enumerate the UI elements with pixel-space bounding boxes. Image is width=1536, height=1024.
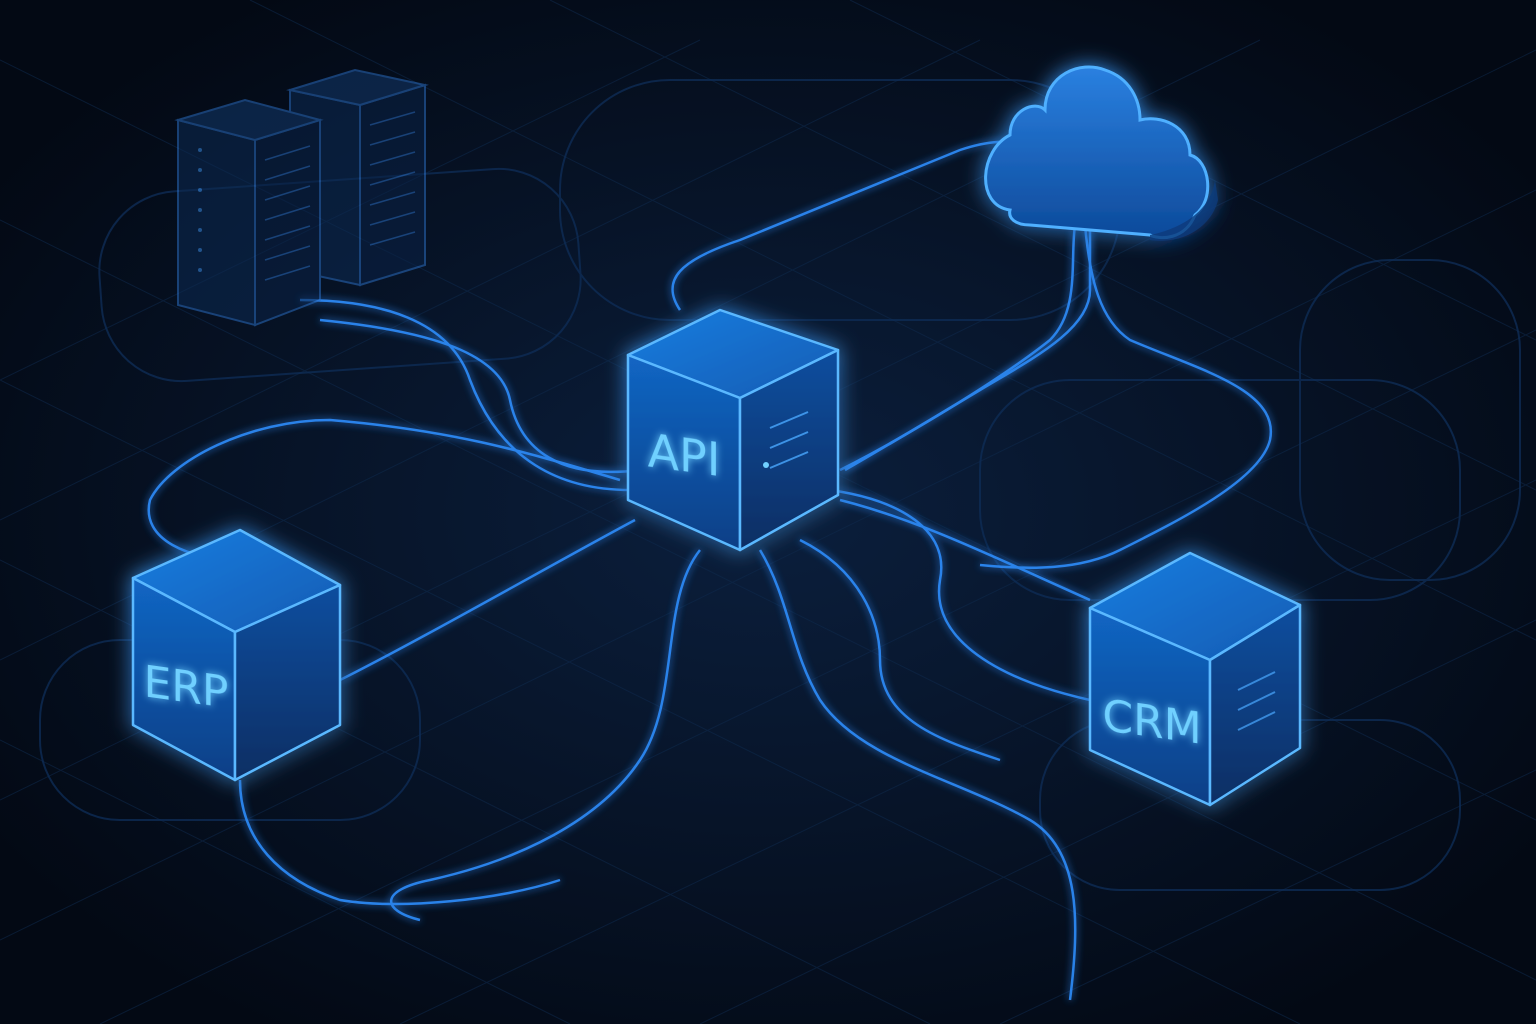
connections: [147, 140, 1273, 1001]
line-api-down-right: [799, 538, 1001, 762]
server-rack-front: [174, 98, 324, 327]
line-api-servers-2: [299, 298, 631, 492]
line-api-down-mid: [758, 549, 1077, 1001]
api-cube-side: [738, 348, 840, 552]
line-erp-down: [238, 779, 561, 906]
erp-label: ERP: [144, 656, 229, 719]
erp-cube: [131, 528, 342, 782]
cloud-icon: [984, 65, 1218, 241]
line-cloud-down-2: [844, 225, 1092, 472]
crm-cube-side: [1208, 603, 1302, 807]
line-api-down-left: [389, 549, 701, 922]
server-rack-icon: [174, 68, 429, 327]
api-cube-detail-lines: [769, 411, 809, 469]
line-api-erp: [339, 518, 636, 682]
line-api-servers: [319, 318, 641, 474]
line-cloud-down: [979, 224, 1273, 570]
crm-cube: [1088, 551, 1302, 807]
crm-cube-detail-lines: [1237, 671, 1276, 731]
line-api-crm-2: [829, 488, 1091, 702]
line-api-crm: [839, 498, 1091, 602]
line-api-erp-loop: [147, 418, 621, 562]
erp-cube-side: [233, 583, 342, 782]
api-cube: [626, 308, 840, 552]
api-label: API: [648, 423, 721, 487]
